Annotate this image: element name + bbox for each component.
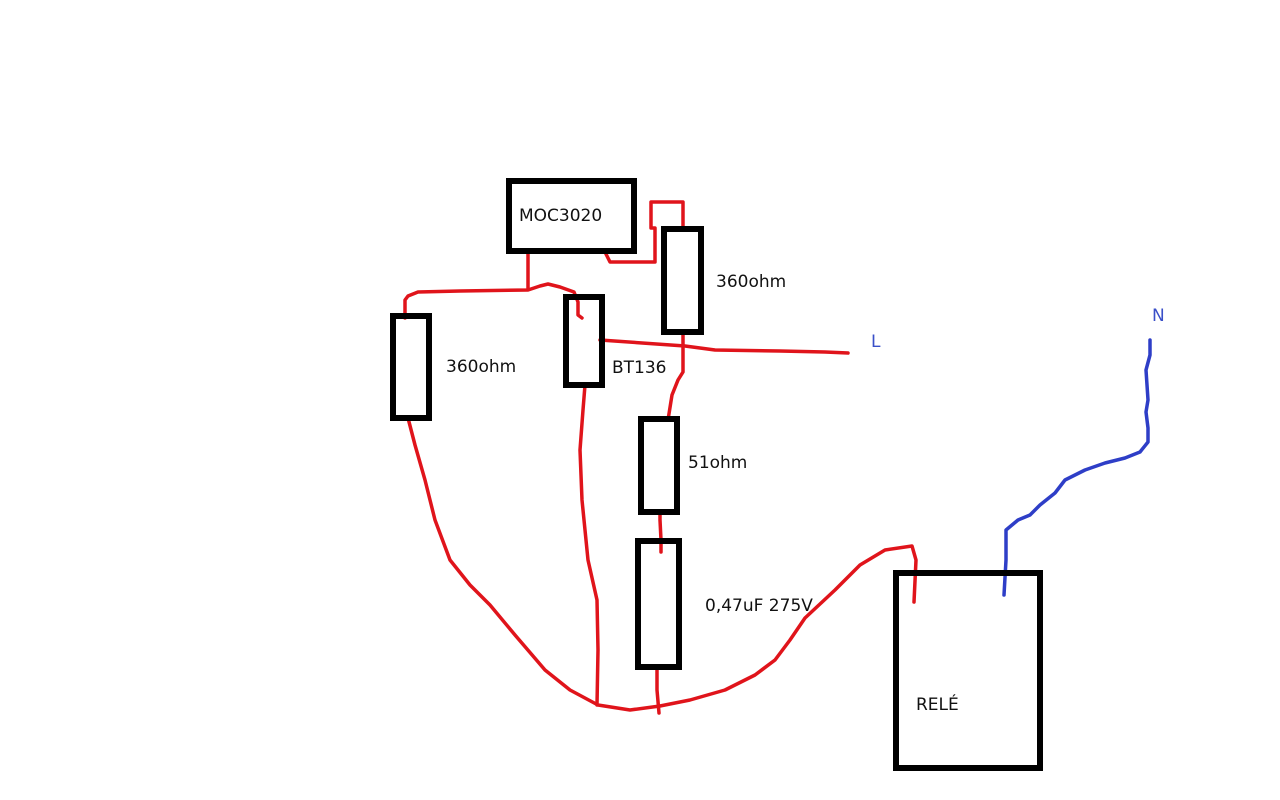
moc3020-box: [506, 178, 637, 254]
wire-51ohm-to-capacitor: [658, 510, 663, 554]
left-resistor-label: 360ohm: [446, 357, 516, 377]
wire-to-line-terminal: [598, 338, 850, 355]
red-wires: [403, 200, 918, 715]
relay-label: RELÉ: [916, 693, 959, 715]
wire-moc-to-gate-resistor: [603, 200, 685, 264]
triac-label: BT136: [612, 358, 667, 378]
line-terminal-label: L: [871, 332, 881, 352]
moc3020-label: MOC3020: [519, 206, 602, 226]
triac-box: [563, 294, 605, 388]
capacitor-box: [635, 538, 682, 670]
snubber-resistor-label: 51ohm: [688, 453, 747, 473]
capacitor-label: 0,47uF 275V: [705, 596, 813, 616]
wire-neutral-to-relay: [1002, 338, 1152, 597]
relay-box: [893, 570, 1043, 771]
wire-left-resistor-to-relay: [406, 416, 918, 712]
gate-resistor-label: 360ohm: [716, 272, 786, 292]
wire-gate-resistor-to-51ohm: [666, 330, 685, 422]
left-resistor-box: [390, 313, 432, 421]
gate-resistor-box: [661, 226, 704, 335]
wire-triac-to-bottom: [578, 383, 600, 707]
neutral-terminal-label: N: [1152, 306, 1165, 326]
wire-top-junction: [403, 282, 584, 320]
snubber-resistor-box: [638, 416, 680, 515]
